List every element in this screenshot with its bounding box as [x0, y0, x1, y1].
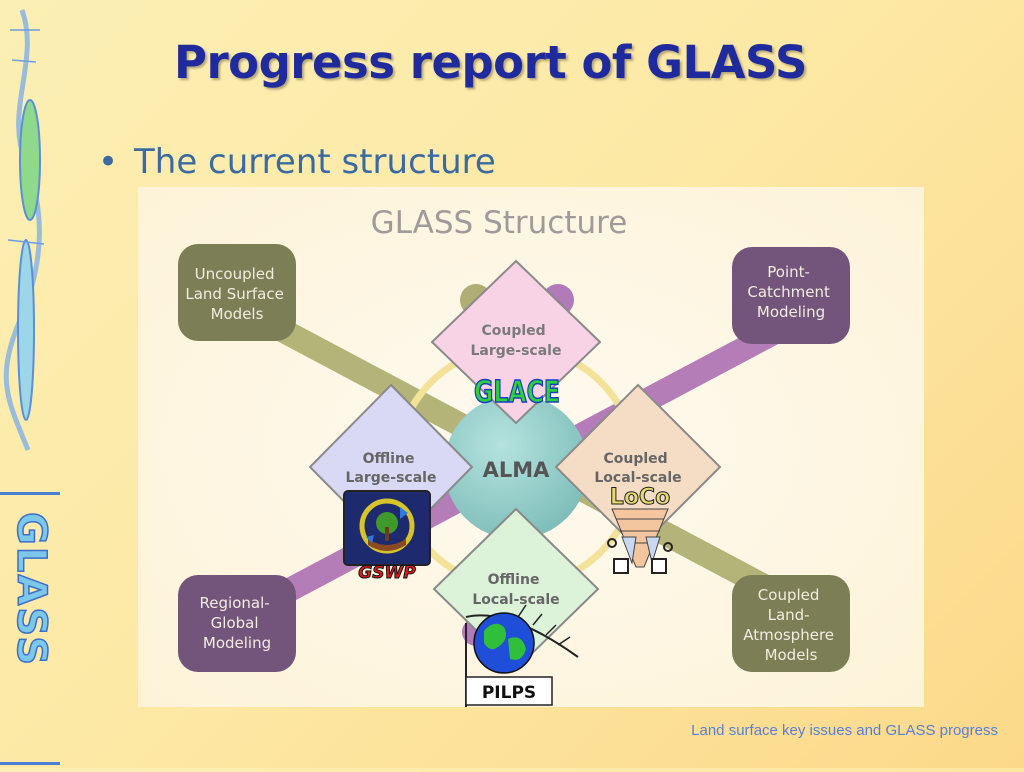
corner-br-line4: Models: [765, 646, 818, 664]
diamond-bottom-line1: Offline: [488, 572, 540, 588]
corner-tr-line1: Point-: [767, 263, 810, 281]
corner-tl-line2: Land Surface: [185, 285, 284, 303]
corner-br-line2: Land-: [768, 606, 810, 624]
gswp-tree-icon: [376, 512, 398, 534]
svg-text:Offline Large-scale: Offline Large-scale: [346, 451, 437, 486]
corner-box-coupled-land-atm: Coupled Land- Atmosphere Models: [732, 575, 850, 672]
sidebar-art: GLASS: [0, 9, 60, 765]
svg-text:Point- Catchment M: Point- Catchment Modeling: [747, 263, 834, 321]
glass-structure-diagram: GLASS Structure ALMA Uncoupled Land Surf…: [138, 187, 924, 707]
diamond-offline-local-scale: Offline Local-scale: [432, 507, 600, 671]
pilps-label: PILPS: [482, 683, 536, 703]
bullet-text: The current structure: [134, 142, 496, 182]
diamond-coupled-large-scale: Coupled Large-scale: [430, 259, 602, 425]
svg-text:Offline Local-scale: Offline Local-scale: [472, 572, 559, 608]
diamond-top-line1: Coupled: [481, 323, 545, 339]
corner-bl-line3: Modeling: [203, 634, 271, 652]
sidebar-glass-logo: GLASS: [8, 512, 54, 667]
sidebar-decoration: GLASS: [0, 0, 62, 768]
bullet-dot-icon: •: [98, 142, 119, 182]
corner-br-line3: Atmosphere: [743, 626, 834, 644]
diagram-title: GLASS Structure: [371, 205, 628, 241]
corner-box-regional-global: Regional- Global Modeling: [178, 575, 296, 672]
svg-text:Coupled Land- Atmo: Coupled Land- Atmosphere Models: [743, 586, 839, 664]
diamond-bottom-line2: Local-scale: [472, 592, 559, 608]
corner-br-line1: Coupled: [758, 586, 820, 604]
corner-tl-line1: Uncoupled: [195, 265, 275, 283]
gswp-logo: GSWP: [343, 490, 431, 584]
loco-label: LoCo: [610, 485, 670, 510]
corner-box-uncoupled-lsm: Uncoupled Land Surface Models: [178, 244, 296, 341]
pilps-logo: PILPS: [465, 604, 579, 707]
sidebar-swirl-icon: [3, 9, 45, 451]
slide-title: Progress report of GLASS: [174, 36, 807, 89]
loco-logo: LoCo: [607, 485, 673, 574]
bullet-item: • The current structure: [98, 142, 496, 182]
svg-text:Coupled Local-scale: Coupled Local-scale: [594, 451, 681, 486]
svg-text:Regional- Global M: Regional- Global Modeling: [200, 594, 275, 652]
svg-text:Coupled Large-scale: Coupled Large-scale: [471, 323, 562, 359]
diamond-right-line1: Coupled: [603, 451, 667, 467]
diamond-left-line1: Offline: [363, 451, 415, 467]
glace-logo: GLACE: [474, 375, 560, 410]
loco-puzzle-icon: [613, 558, 629, 574]
alma-circle: [444, 395, 588, 539]
corner-bl-line1: Regional-: [200, 594, 270, 612]
diamond-left-line2: Large-scale: [346, 470, 437, 486]
corner-tl-line3: Models: [211, 305, 264, 323]
corner-box-point-catchment: Point- Catchment Modeling: [732, 247, 850, 344]
svg-text:Uncoupled Land Surface: Uncoupled Land Surface Models: [185, 265, 288, 323]
diamond-top-line2: Large-scale: [471, 343, 562, 359]
alma-label: ALMA: [483, 458, 551, 482]
slide-footer: Land surface key issues and GLASS progre…: [691, 722, 998, 739]
gswp-label: GSWP: [358, 563, 416, 583]
corner-bl-line2: Global: [211, 614, 259, 632]
pilps-globe-icon: [473, 612, 535, 674]
diamond-right-line2: Local-scale: [594, 470, 681, 486]
corner-tr-line2: Catchment: [747, 283, 830, 301]
corner-tr-line3: Modeling: [757, 303, 825, 321]
